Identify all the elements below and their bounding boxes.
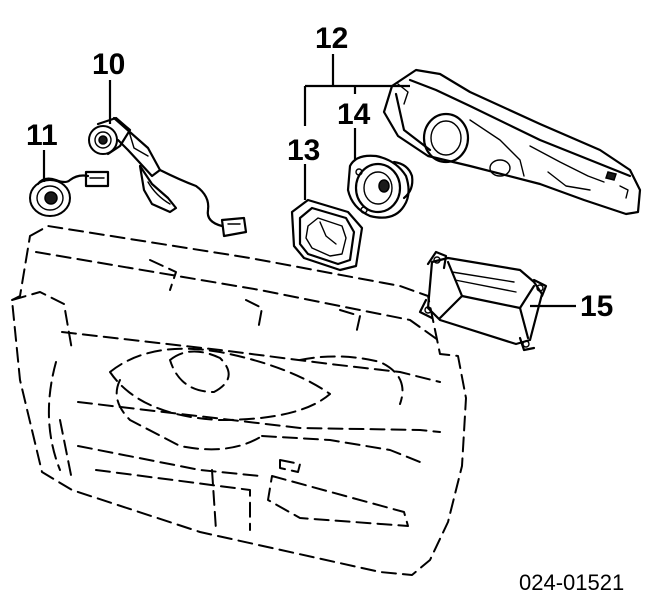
callout-11: 11: [26, 119, 58, 152]
part-14-speaker: [346, 154, 414, 219]
leader-lines: [42, 54, 576, 308]
part-12-speaker-housing: [382, 68, 642, 216]
diagram-code: 024-01521: [519, 570, 624, 595]
callout-14: 14: [337, 98, 371, 131]
callout-15: 15: [580, 290, 613, 323]
door-panel-outline: [11, 225, 467, 576]
part-11-speaker-with-connector: [29, 170, 110, 217]
part-13-speaker-gasket: [290, 198, 364, 272]
part-15-enclosure-speaker: [418, 250, 548, 352]
callout-13: 13: [287, 134, 320, 167]
callout-10: 10: [92, 48, 125, 81]
callout-12: 12: [315, 22, 348, 55]
part-10-tweeter-assembly: [88, 116, 248, 238]
